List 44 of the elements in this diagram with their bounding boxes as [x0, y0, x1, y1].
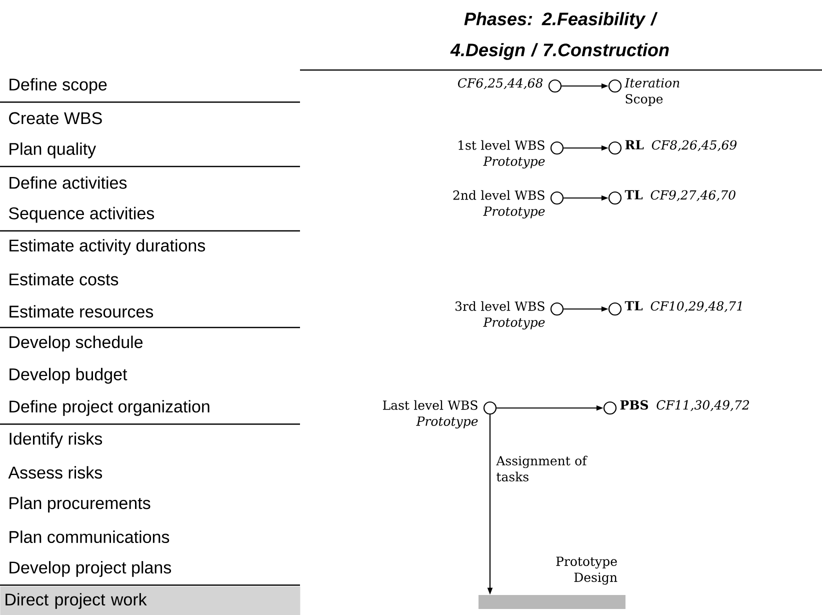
process-name: Estimate resources — [10, 305, 154, 318]
highlighted-row: Direct project work — [0, 586, 300, 615]
process-name: Create WBS — [9, 112, 102, 124]
node-caption: Last level WBS Prototype — [382, 400, 478, 428]
node-caption: Iteration Scope — [624, 78, 680, 106]
circle-node — [608, 79, 622, 93]
node-caption: CF9,27,46,70 — [650, 190, 736, 202]
node-caption: RL — [625, 140, 644, 150]
circle-node — [550, 141, 564, 155]
circle-node — [608, 302, 622, 316]
process-name: Define scope — [10, 78, 107, 94]
circle-node — [550, 302, 564, 316]
process-name: Identify risks — [10, 432, 102, 448]
bar — [478, 595, 626, 609]
process-name: Estimate activity durations — [10, 239, 206, 255]
node-caption: PBS — [620, 400, 648, 410]
process-name: Develop schedule — [10, 336, 143, 352]
node-caption: 3rd level WBS Prototype — [456, 301, 545, 330]
process-name: Plan procurements — [10, 496, 150, 513]
circle-node — [548, 79, 562, 93]
node-caption: Prototype Design — [556, 556, 618, 585]
process-name: Define project organization — [10, 400, 210, 416]
node-caption: CF11,30,49,72 — [656, 400, 749, 412]
process-name: Plan quality — [10, 142, 96, 158]
title: Phases: 2.Feasibility / 4.Design / 7.Construction — [450, 12, 669, 60]
edge-label: Assignment of tasks — [495, 454, 598, 482]
process-name: Assess risks — [8, 466, 102, 479]
process-name: Sequence activities — [8, 206, 154, 223]
node-caption: CF8,26,45,69 — [652, 140, 737, 152]
circle-node — [483, 401, 497, 415]
process-name: Develop budget — [10, 368, 128, 384]
process-name: Estimate costs — [10, 272, 118, 286]
node-caption: TL — [624, 301, 643, 310]
circle-node — [608, 141, 622, 155]
node-caption: 2nd level WBS Prototype — [453, 190, 545, 218]
circle-node — [550, 191, 564, 205]
node-caption: CF6,25,44,68 — [458, 78, 543, 90]
circle-node — [608, 191, 622, 205]
node-caption: CF10,29,48,71 — [650, 301, 742, 312]
node-caption: TL — [624, 190, 643, 200]
process-name: Plan communications — [10, 530, 170, 544]
node-caption: 1st level WBS Prototype — [458, 140, 545, 168]
process-name: Define activities — [10, 176, 127, 189]
circle-node — [603, 401, 617, 415]
